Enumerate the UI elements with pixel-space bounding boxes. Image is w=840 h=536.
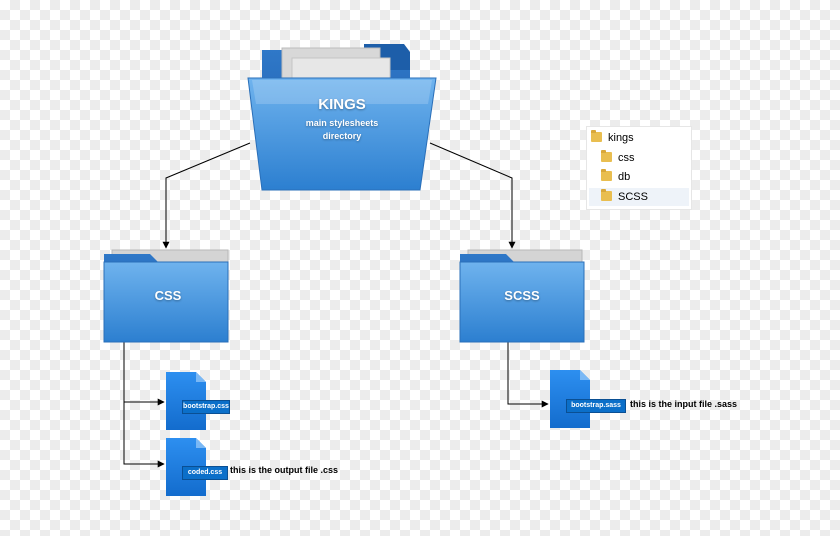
folder-icon [591, 130, 602, 142]
tree-item-scss[interactable]: SCSS [589, 188, 689, 206]
tree-item-label: SCSS [618, 191, 648, 203]
root-folder-subtitle-line2: directory [322, 131, 362, 141]
css-folder-title: CSS [154, 288, 182, 303]
connector-scss-to-bootstrap-sass [507, 342, 549, 408]
connector-css-to-coded [123, 402, 165, 468]
file-label-bootstrap-css: bootstrap.css [182, 400, 230, 414]
connector-css-to-bootstrap [123, 342, 165, 406]
scss-folder-title: SCSS [504, 288, 540, 303]
scss-folder-icon [459, 249, 585, 343]
output-file-note: this is the output file .css [230, 465, 339, 475]
folder-icon [601, 189, 612, 201]
tree-item-label: kings [608, 132, 634, 144]
tree-item-css[interactable]: css [601, 149, 687, 167]
folder-icon [601, 150, 612, 162]
file-label-coded-css: coded.css [182, 466, 228, 480]
folder-icon [601, 169, 612, 181]
connector-lines [123, 142, 549, 468]
css-folder-icon [103, 249, 229, 343]
tree-item-label: css [618, 152, 635, 164]
folder-tree-panel: kings css db SCSS [586, 126, 692, 210]
connector-root-to-css [162, 142, 251, 249]
root-folder-title: KINGS [318, 96, 366, 113]
input-file-note: this is the input file .sass [630, 399, 738, 409]
root-folder-subtitle-line1: main stylesheets [305, 118, 379, 128]
connector-root-to-scss [429, 142, 516, 249]
root-folder-icon [247, 44, 437, 191]
tree-item-kings[interactable]: kings [591, 129, 687, 147]
tree-item-label: db [618, 171, 631, 183]
file-label-bootstrap-sass: bootstrap.sass [566, 399, 626, 413]
tree-item-db[interactable]: db [601, 168, 687, 186]
